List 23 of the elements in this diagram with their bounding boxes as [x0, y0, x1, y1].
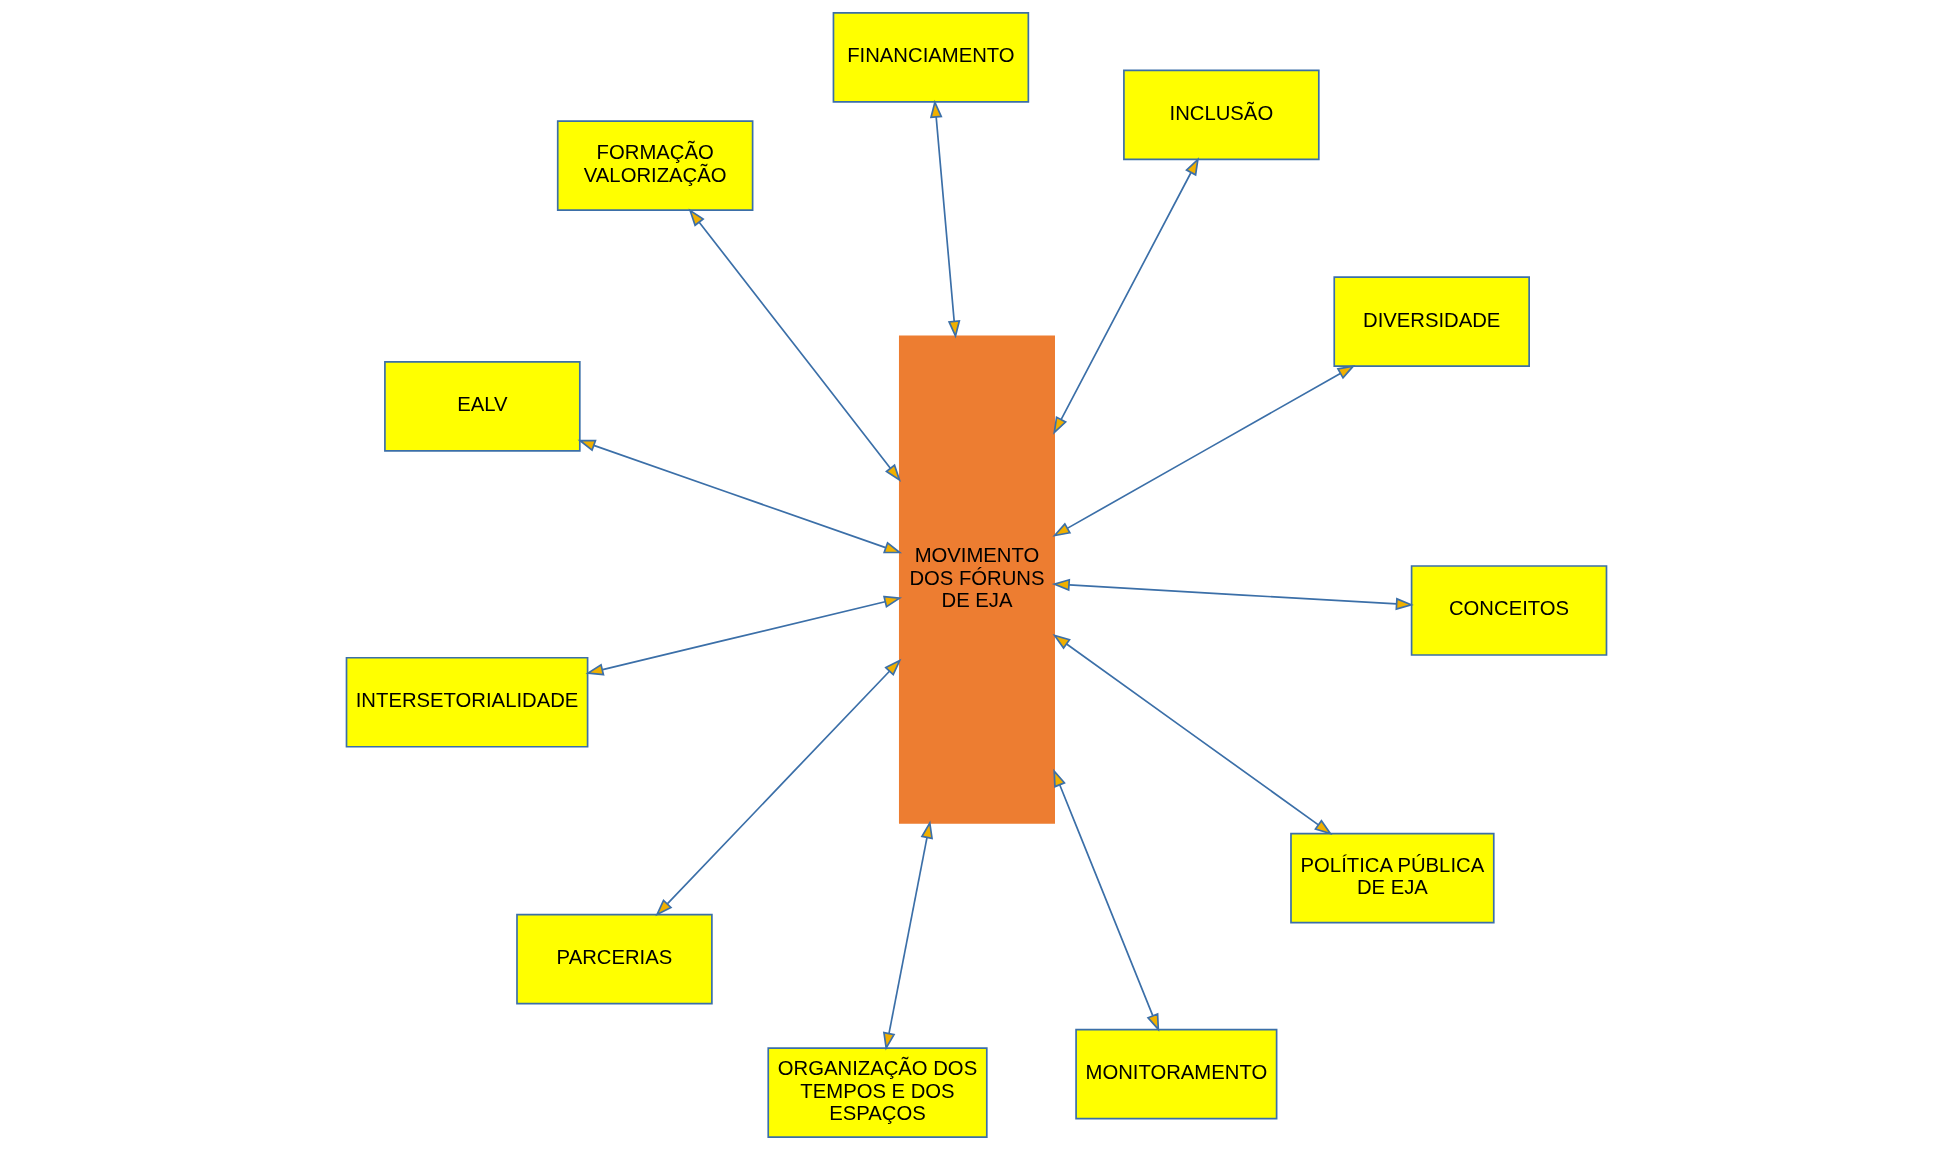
node-box: EALV — [383, 361, 581, 452]
arrow — [1052, 633, 1332, 835]
arrow — [1052, 768, 1159, 1032]
arrow — [654, 658, 901, 917]
node-box: MONITORAMENTO — [1074, 1028, 1277, 1120]
arrow — [1051, 364, 1355, 537]
arrow — [882, 820, 933, 1051]
node-box: FINANCIAMENTO — [832, 12, 1029, 103]
arrow — [585, 595, 902, 676]
node-box: MOVIMENTO DOS FÓRUNS DE EJA — [898, 335, 1055, 824]
arrow — [1051, 578, 1414, 611]
node-box: PARCERIAS — [515, 913, 713, 1005]
node-box: ORGANIZAÇÃO DOS TEMPOS E DOS ESPAÇOS — [766, 1047, 988, 1138]
arrow — [577, 439, 902, 554]
node-box: INCLUSÃO — [1122, 69, 1320, 161]
arrow — [929, 99, 960, 339]
arrow — [1052, 157, 1199, 435]
node-box: INTERSETORIALIDADE — [345, 656, 588, 748]
node-box: FORMAÇÃO VALORIZAÇÃO — [556, 120, 753, 211]
arrow — [688, 208, 901, 482]
node-box: POLÍTICA PÚBLICA DE EJA — [1289, 832, 1495, 924]
node-box: DIVERSIDADE — [1332, 276, 1530, 367]
node-box: CONCEITOS — [1410, 565, 1607, 656]
